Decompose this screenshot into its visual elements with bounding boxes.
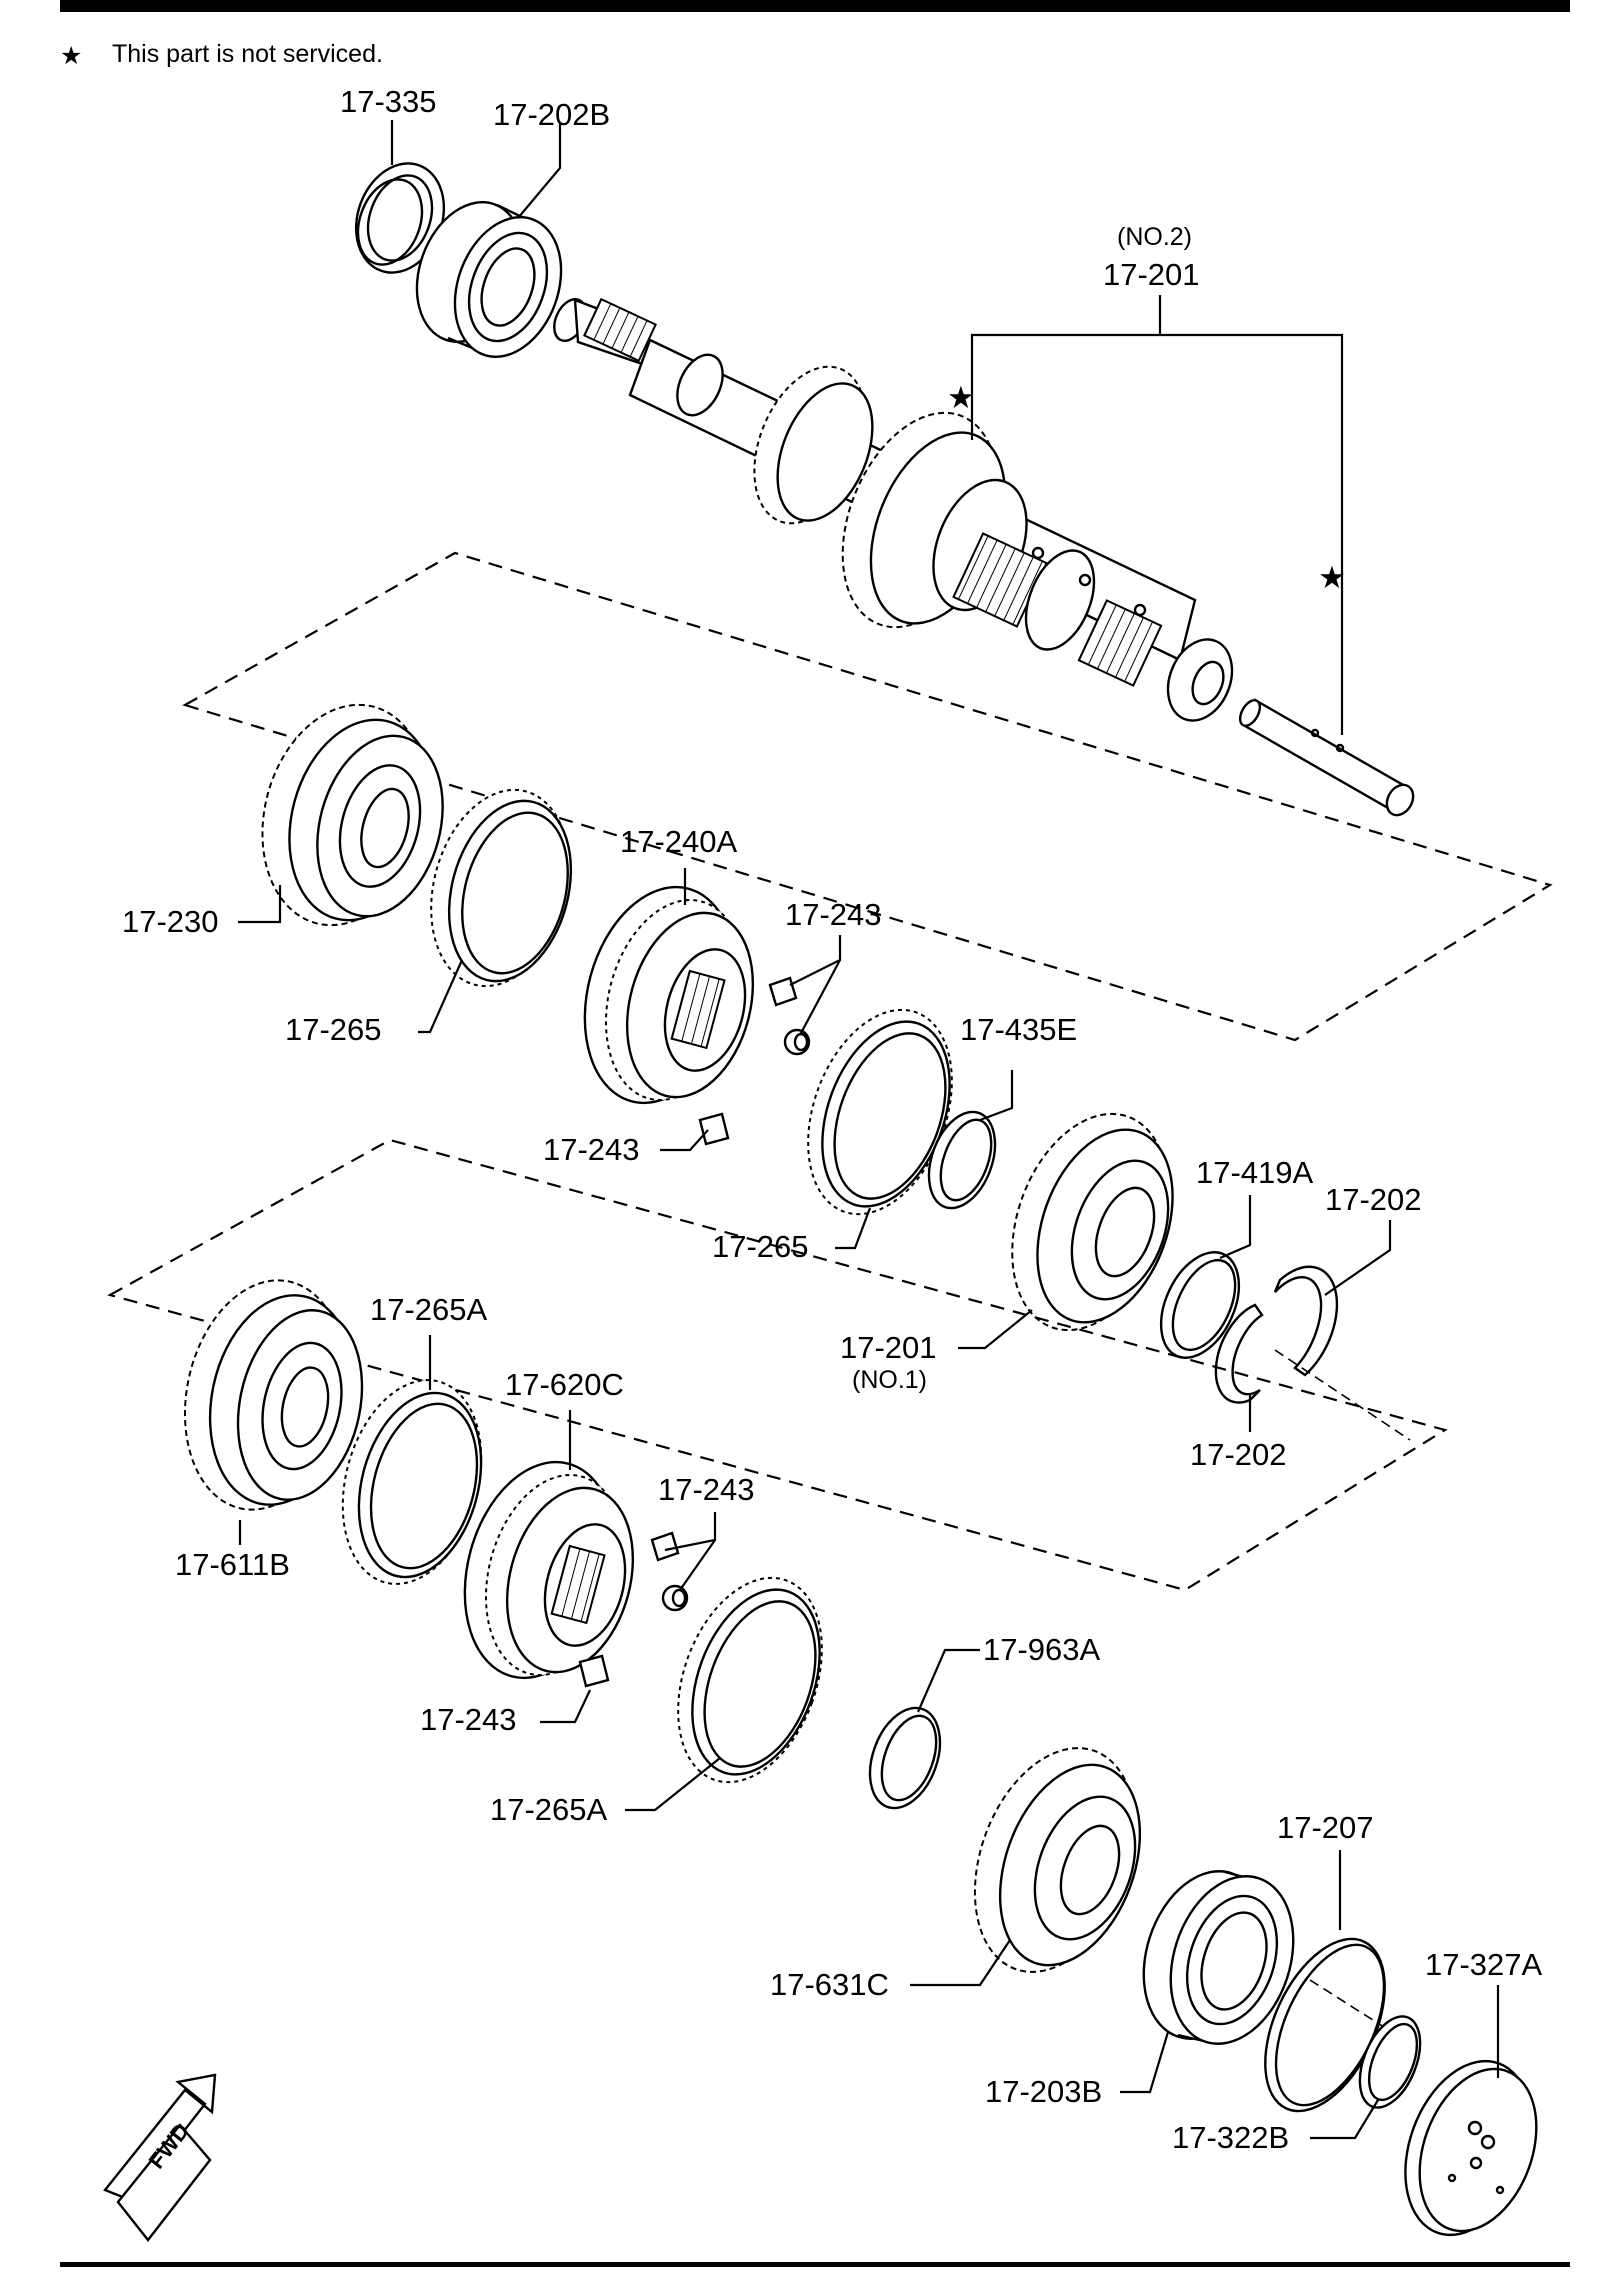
part-17-327a-end-plate xyxy=(1404,2059,1538,2237)
label-17-322b: 17-322B xyxy=(1172,2120,1289,2155)
top-border-bar xyxy=(60,0,1570,12)
label-17-265-upper: 17-265 xyxy=(285,1012,382,1047)
part-17-243-insert-lower xyxy=(578,1531,689,1688)
part-17-611b-gear xyxy=(183,1279,364,1511)
leader-lines xyxy=(238,120,1500,2140)
label-17-202b: 17-202B xyxy=(493,97,610,132)
label-17-202-lower: 17-202 xyxy=(1190,1437,1287,1472)
label-17-240a: 17-240A xyxy=(620,824,738,859)
part-17-620c-clutch-hub-sleeve xyxy=(463,1460,635,1680)
part-17-201-no2-pin xyxy=(1238,698,1415,817)
part-17-202b-bearing xyxy=(415,201,563,358)
label-17-620c: 17-620C xyxy=(505,1367,624,1402)
part-17-419a-snap-ring xyxy=(1159,1251,1241,1359)
part-17-963a-snap-ring xyxy=(868,1706,942,1810)
part-17-201-no2-mainshaft xyxy=(553,297,1234,722)
part-17-201-no1-gear xyxy=(1011,1112,1174,1332)
part-17-240a-clutch-hub-sleeve xyxy=(583,885,755,1105)
label-17-230: 17-230 xyxy=(122,904,219,939)
no2-bracket xyxy=(970,295,1344,735)
not-serviced-note: This part is not serviced. xyxy=(112,40,383,68)
label-17-419a: 17-419A xyxy=(1196,1155,1314,1190)
label-17-265a-upper: 17-265A xyxy=(370,1292,488,1327)
part-17-203b-bearing xyxy=(1142,1870,1295,2045)
part-17-265a-synchronizer-ring-lower xyxy=(677,1576,823,1784)
label-17-243-lower-left: 17-243 xyxy=(420,1702,517,1737)
part-17-322b-snap-ring xyxy=(1358,2015,1422,2109)
label-17-203b: 17-203B xyxy=(985,2074,1102,2109)
label-17-207: 17-207 xyxy=(1277,1810,1374,1845)
dashed-boundary-upper xyxy=(182,551,1553,1042)
dashed-boundary-lower xyxy=(107,1138,1448,1592)
label-17-631c: 17-631C xyxy=(770,1967,889,2002)
part-17-265a-synchronizer-ring-upper xyxy=(341,1379,483,1585)
label-17-435e: 17-435E xyxy=(960,1012,1077,1047)
label-17-611b: 17-611B xyxy=(175,1547,290,1582)
part-17-265-synchronizer-ring-upper xyxy=(430,788,573,988)
part-17-230-gear xyxy=(261,703,444,927)
label-17-327a: 17-327A xyxy=(1425,1947,1543,1982)
part-17-265-synchronizer-ring-mid xyxy=(807,1008,953,1216)
label-17-201-no1: 17-201 xyxy=(840,1330,937,1365)
not-serviced-star-shaft-icon: ★ xyxy=(947,380,975,415)
label-17-265-mid: 17-265 xyxy=(712,1229,809,1264)
label-17-201-no1-sub: (NO.1) xyxy=(852,1366,927,1394)
not-serviced-star-icon: ★ xyxy=(60,42,82,70)
label-17-201-no2: 17-201 xyxy=(1103,257,1200,292)
label-17-243-upper-left: 17-243 xyxy=(543,1132,640,1167)
label-17-243-lower-right: 17-243 xyxy=(658,1472,755,1507)
label-17-202-upper: 17-202 xyxy=(1325,1182,1422,1217)
part-17-631c-gear xyxy=(973,1747,1142,1973)
part-17-243-insert-upper xyxy=(698,976,811,1146)
bottom-border-bar xyxy=(60,2262,1570,2267)
fwd-arrow-icon xyxy=(103,2073,217,2242)
label-17-265a-lower: 17-265A xyxy=(490,1792,608,1827)
label-17-335: 17-335 xyxy=(340,84,437,119)
label-17-963a: 17-963A xyxy=(983,1632,1101,1667)
label-17-201-no2-sub: (NO.2) xyxy=(1117,223,1192,251)
label-17-243-upper-right: 17-243 xyxy=(785,897,882,932)
part-17-202-half-rings xyxy=(1214,1265,1411,1441)
not-serviced-star-pin-icon: ★ xyxy=(1318,560,1346,595)
